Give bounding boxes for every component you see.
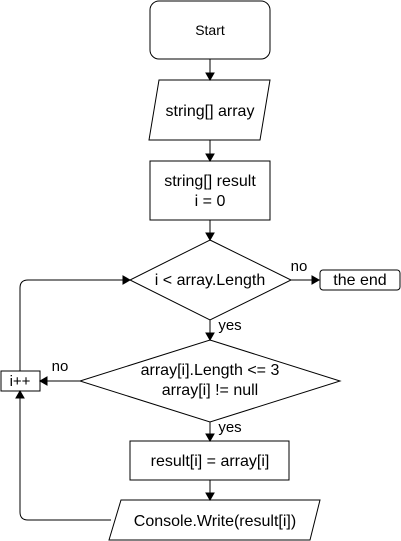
arrowhead <box>205 232 215 242</box>
arrowhead <box>311 275 321 285</box>
edge-line <box>19 397 111 521</box>
edge-label-loop-no: no <box>291 258 308 275</box>
edge-label-loop-yes: yes <box>218 317 241 334</box>
arrowhead <box>15 389 25 399</box>
edge-label-check-no: no <box>52 358 69 375</box>
edge-label-check-yes: yes <box>218 419 241 436</box>
init-node[interactable]: string[] result i = 0 <box>149 160 271 221</box>
input-node-label: string[] array <box>166 103 255 120</box>
output-node[interactable]: Console.Write(result[i]) <box>108 499 321 541</box>
start-node[interactable]: Start <box>149 0 271 60</box>
edge-assign-to-output <box>205 480 215 502</box>
loop-condition-node[interactable]: i < array.Length <box>128 239 293 321</box>
arrowhead <box>205 492 215 502</box>
edge-increment-to-loop <box>19 275 132 371</box>
edge-loop-to-check <box>205 320 215 342</box>
arrowhead <box>38 376 48 386</box>
arrowhead <box>205 72 215 82</box>
end-node[interactable]: the end <box>319 269 401 291</box>
increment-node[interactable]: i++ <box>0 370 41 392</box>
edge-output-to-increment <box>15 389 111 521</box>
input-node[interactable]: string[] array <box>148 79 271 141</box>
arrowhead <box>205 332 215 342</box>
length-check-node[interactable]: array[i].Length <= 3 array[i] != null <box>78 339 342 423</box>
edge-start-to-input <box>205 59 215 82</box>
edge-init-to-loop <box>205 220 215 242</box>
output-node-label: Console.Write(result[i]) <box>134 513 296 530</box>
arrowhead <box>122 275 132 285</box>
loop-condition-label: i < array.Length <box>155 272 265 289</box>
assign-node-shape <box>129 440 290 481</box>
init-node-label-line1: string[] result <box>164 173 256 190</box>
input-node-shape <box>148 79 271 141</box>
edge-line <box>19 279 124 371</box>
edge-loop-to-end <box>291 275 321 285</box>
init-node-label-line2: i = 0 <box>195 193 226 210</box>
start-node-label: Start <box>195 22 225 38</box>
edge-check-to-assign <box>205 422 215 443</box>
assign-node[interactable]: result[i] = array[i] <box>129 440 290 481</box>
output-node-shape <box>108 499 321 541</box>
length-check-label-line1: array[i].Length <= 3 <box>141 362 280 379</box>
length-check-label-line2: array[i] != null <box>162 382 258 399</box>
edge-check-to-increment <box>38 376 80 386</box>
init-node-shape <box>149 160 271 221</box>
end-node-label: the end <box>333 272 386 289</box>
assign-node-label: result[i] = array[i] <box>151 453 270 470</box>
increment-node-label: i++ <box>10 373 31 390</box>
arrowhead <box>205 153 215 163</box>
edge-input-to-init <box>205 140 215 163</box>
arrowhead <box>205 433 215 443</box>
length-check-shape <box>78 339 342 423</box>
